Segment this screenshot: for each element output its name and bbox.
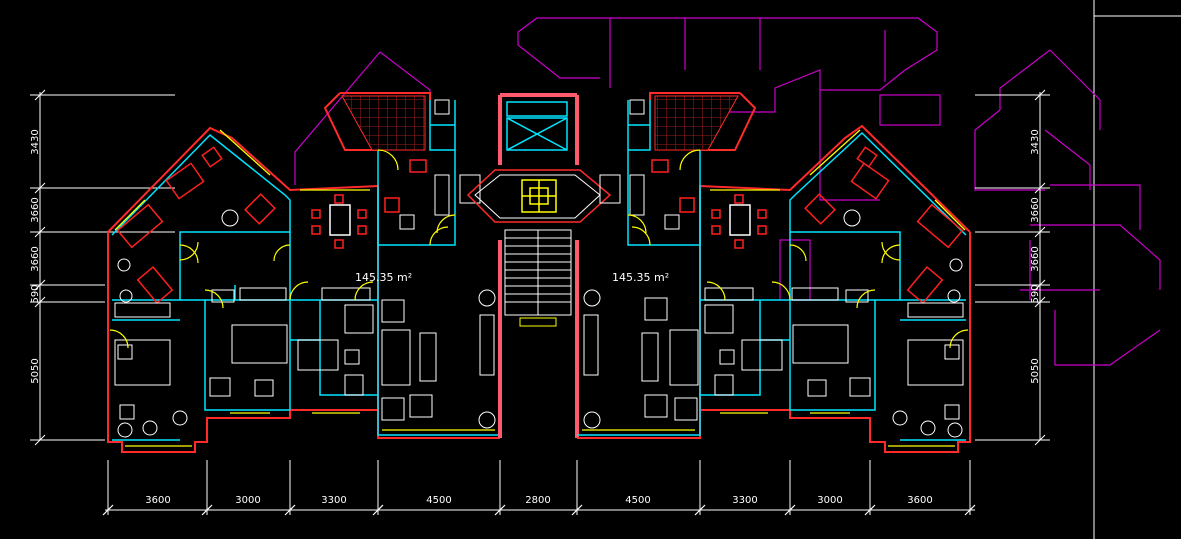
right-outer-walls (577, 92, 971, 453)
dim-right-4: 590 (1030, 284, 1041, 303)
dim-bottom-1: 3600 (145, 495, 170, 506)
dim-left-4: 590 (30, 284, 41, 303)
left-windows (114, 129, 495, 447)
dim-right-labels: 3430 3660 3660 590 5050 (1030, 129, 1041, 383)
right-fixtures (583, 99, 964, 438)
core (466, 93, 612, 438)
dim-bottom-6: 4500 (625, 495, 650, 506)
left-balcony-tiles (341, 95, 426, 151)
dim-bottom-2: 3000 (235, 495, 260, 506)
right-area-label: 145.35 m² (612, 271, 669, 284)
stair-lobby (466, 169, 612, 223)
dim-left-1: 3430 (30, 129, 41, 154)
dim-bottom-7: 3300 (732, 495, 757, 506)
dim-bottom-3: 3300 (321, 495, 346, 506)
elevator-shafts (506, 101, 568, 151)
right-furniture (651, 146, 964, 304)
dim-left-labels: 3430 3660 3660 590 5050 (30, 129, 41, 383)
right-inner-walls (577, 100, 967, 441)
left-furniture (116, 146, 427, 304)
roof-outline (294, 17, 1161, 366)
dim-right-1: 3430 (1030, 129, 1041, 154)
left-area-label: 145.35 m² (355, 271, 412, 284)
dim-left-5: 5050 (30, 358, 41, 383)
dim-bottom-4: 4500 (426, 495, 451, 506)
right-doors (627, 149, 969, 349)
dim-bottom-5: 2800 (525, 495, 550, 506)
right-unit: 145.35 m² (577, 92, 971, 453)
dim-right-2: 3660 (1030, 197, 1041, 222)
dim-bottom-labels: 3600 3000 3300 4500 2800 4500 3300 3000 … (145, 495, 932, 506)
left-unit: 145.35 m² (107, 92, 500, 453)
left-outer-walls (107, 92, 500, 453)
dimension-bottom (102, 460, 976, 516)
left-fixtures (114, 99, 496, 438)
dim-left-3: 3660 (30, 246, 41, 271)
staircase (504, 229, 572, 327)
dim-right-3: 3660 (1030, 246, 1041, 271)
right-balcony-tiles (654, 95, 739, 151)
left-doors (109, 149, 456, 349)
right-windows (582, 129, 966, 447)
dim-bottom-9: 3600 (907, 495, 932, 506)
left-inner-walls (111, 100, 500, 441)
dim-right-5: 5050 (1030, 358, 1041, 383)
dim-bottom-8: 3000 (817, 495, 842, 506)
dim-left-2: 3660 (30, 197, 41, 222)
dimension-right (975, 89, 1050, 446)
